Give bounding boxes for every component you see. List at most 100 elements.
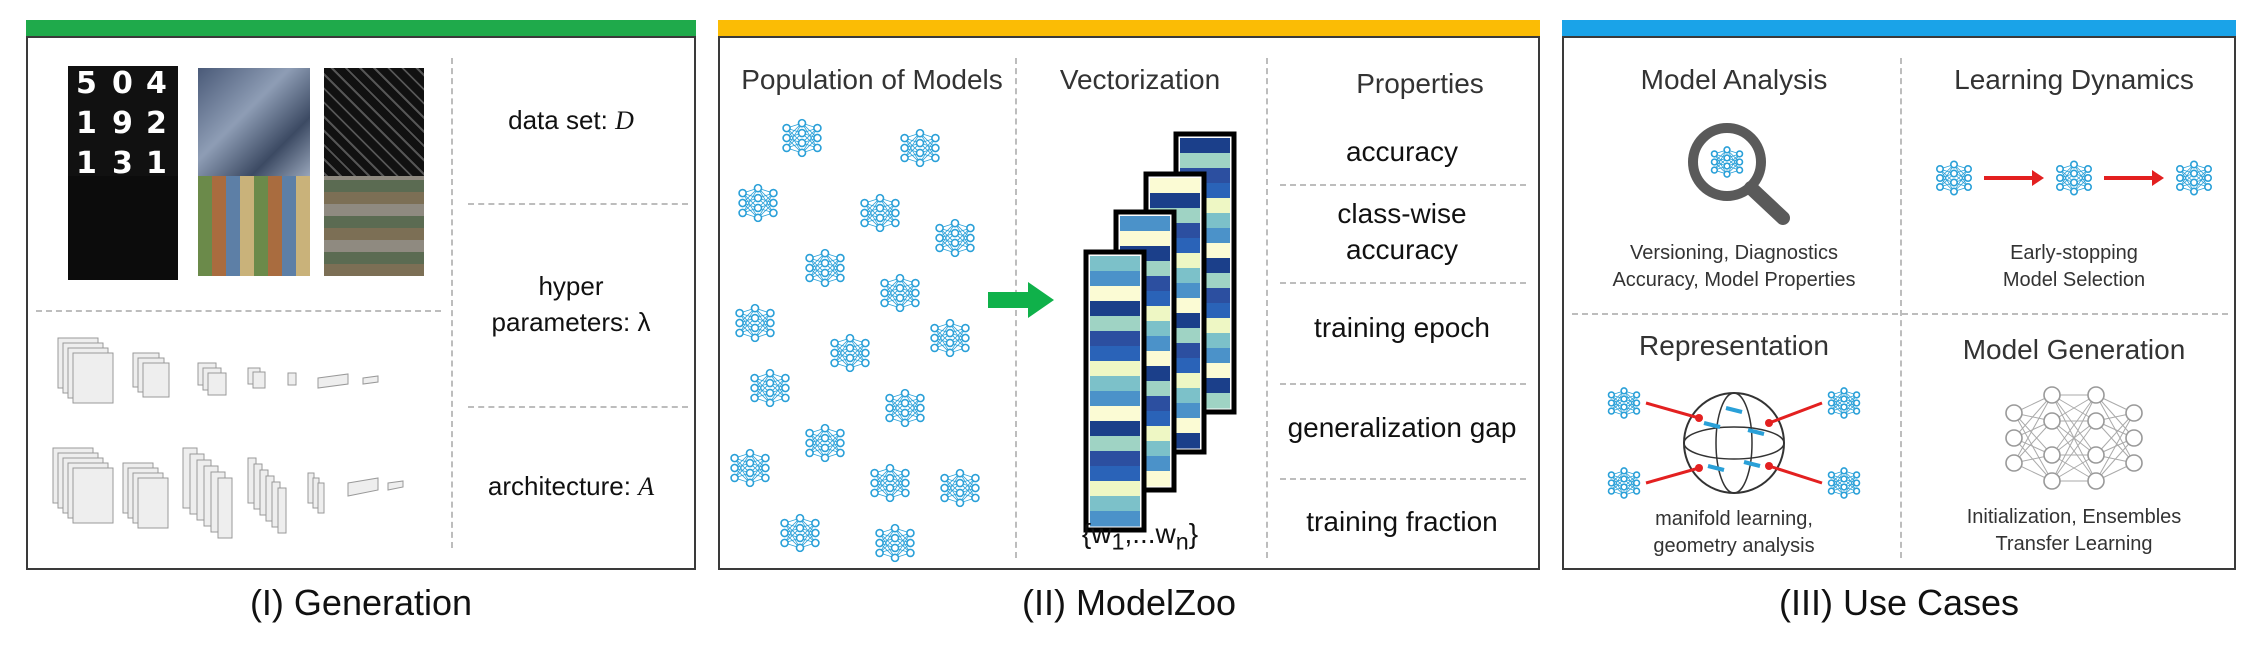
- network-icon: [875, 523, 915, 563]
- stl10-thumbnail: [324, 176, 424, 276]
- property-classwise-line1: class-wise: [1337, 198, 1467, 229]
- network-icon: [880, 273, 920, 313]
- network-icon: [870, 463, 910, 503]
- usecases-panel: Model Analysis Learning Dynamics Represe…: [1562, 36, 2236, 570]
- cnn-architecture-small: [57, 337, 379, 404]
- red-arrow-icon: [2104, 170, 2164, 186]
- mnist-digit: 1: [76, 106, 97, 141]
- cifar10-thumbnail: [198, 176, 310, 276]
- dataset-symbol: D: [615, 106, 634, 135]
- learning-dynamics-desc-line1: Early-stopping: [2010, 242, 2138, 264]
- modelzoo-panel: Population of Models Vectorization Prope…: [718, 36, 1540, 570]
- mnist-digit: 0: [112, 66, 133, 101]
- population-title: Population of Models: [741, 64, 1003, 95]
- architecture-symbol: A: [638, 472, 655, 501]
- vectorization-title: Vectorization: [1059, 64, 1221, 95]
- weights-sub-1: 1: [1111, 528, 1125, 555]
- hyperparameter-label-line1: hyper: [538, 271, 604, 301]
- network-icon: [885, 388, 925, 428]
- network-icon: [1936, 160, 1972, 196]
- model-population: [730, 118, 980, 563]
- network-icon: [782, 118, 822, 158]
- mnist-thumbnail: [68, 66, 178, 186]
- network-icon: [860, 193, 900, 233]
- modelzoo-divider-v2: [1266, 58, 1268, 558]
- usecases-caption: (III) Use Cases: [1778, 582, 2020, 623]
- network-icon: [805, 248, 845, 288]
- model-generation-desc-line2: Transfer Learning: [1995, 533, 2153, 555]
- generation-panel: 5 0 4 1 9 2 1 3 1 data set: D hyper para: [26, 36, 696, 570]
- cnn-architecture-large: [52, 447, 404, 539]
- mnist-digit: 2: [146, 106, 167, 141]
- learning-dynamics-title: Learning Dynamics: [1954, 64, 2194, 95]
- property-accuracy: accuracy: [1345, 136, 1459, 167]
- red-arrow-icon: [1645, 401, 1703, 422]
- dataset-label-text: data set:: [508, 105, 616, 135]
- network-icon: [2176, 160, 2212, 196]
- architecture-label-text: architecture:: [487, 471, 639, 501]
- red-arrow-icon: [1645, 464, 1703, 485]
- generation-divider-h3: [36, 310, 441, 312]
- network-icon: [1827, 387, 1861, 419]
- generation-color-bar: [26, 20, 696, 36]
- usecases-color-bar: [1562, 20, 2236, 36]
- weight-vector: [1083, 249, 1147, 533]
- property-divider-1: [1280, 184, 1526, 186]
- weights-mid: ,...w: [1124, 518, 1176, 549]
- network-icon: [1607, 467, 1641, 499]
- representation-title: Representation: [1639, 330, 1829, 361]
- network-icon: [830, 333, 870, 373]
- property-training-epoch: training epoch: [1314, 312, 1490, 343]
- sphere-icon: [1683, 392, 1785, 494]
- mnist-digit: 1: [76, 146, 97, 181]
- model-generation-desc-line1: Initialization, Ensembles: [1966, 506, 2182, 528]
- properties-title: Properties: [1356, 68, 1484, 99]
- kmnist-thumbnail: [324, 68, 424, 186]
- generation-divider-h1: [468, 203, 688, 205]
- mnist-digit: 4: [146, 66, 167, 101]
- weights-notation: {w1,...wn}: [1082, 516, 1198, 560]
- model-generation-title: Model Generation: [1962, 334, 2186, 365]
- network-icon: [780, 513, 820, 553]
- learning-dynamics-desc-line2: Model Selection: [2002, 269, 2146, 291]
- weights-sub-n: n: [1175, 528, 1189, 555]
- red-arrow-icon: [1765, 401, 1823, 427]
- red-arrow-icon: [1765, 462, 1823, 485]
- usecases-divider-v: [1900, 58, 1902, 558]
- network-icon: [900, 128, 940, 168]
- network-icon: [750, 368, 790, 408]
- svhn-thumbnail: [198, 68, 310, 186]
- mnist-digit: 9: [112, 106, 133, 141]
- fashion-mnist-thumbnail: [68, 176, 178, 280]
- green-arrow-icon: [988, 282, 1054, 318]
- model-analysis-title: Model Analysis: [1640, 64, 1828, 95]
- weights-open: {w: [1081, 518, 1112, 549]
- network-icon: [935, 218, 975, 258]
- property-training-fraction: training fraction: [1306, 506, 1498, 537]
- weight-vectors: [1083, 131, 1237, 533]
- modelzoo-color-bar: [718, 20, 1540, 36]
- learning-dynamics-diagram: [1936, 160, 2212, 196]
- property-divider-2: [1280, 282, 1526, 284]
- generation-divider-v: [451, 58, 453, 548]
- network-icon: [930, 318, 970, 358]
- property-divider-3: [1280, 383, 1526, 385]
- weights-close: }: [1188, 518, 1199, 549]
- hyperparameter-label-line2: parameters: λ: [491, 307, 651, 337]
- generation-caption: (I) Generation: [249, 582, 473, 623]
- model-analysis-desc-line2: Accuracy, Model Properties: [1612, 269, 1856, 291]
- network-icon: [1827, 467, 1861, 499]
- magnifier-icon: [1688, 123, 1790, 225]
- architecture-label: architecture: A: [488, 468, 654, 505]
- network-icon: [2056, 160, 2093, 196]
- mnist-digit: 1: [146, 146, 167, 181]
- network-icon: [805, 423, 845, 463]
- network-icon: [730, 448, 770, 488]
- generation-divider-h2: [468, 406, 688, 408]
- property-generalization-gap: generalization gap: [1287, 412, 1517, 443]
- model-analysis-desc-line1: Versioning, Diagnostics: [1630, 242, 1838, 264]
- representation-diagram: [1607, 387, 1861, 499]
- dataset-label: data set: D: [508, 102, 634, 139]
- red-arrow-icon: [1984, 170, 2044, 186]
- mlp-network-icon: [2005, 386, 2143, 490]
